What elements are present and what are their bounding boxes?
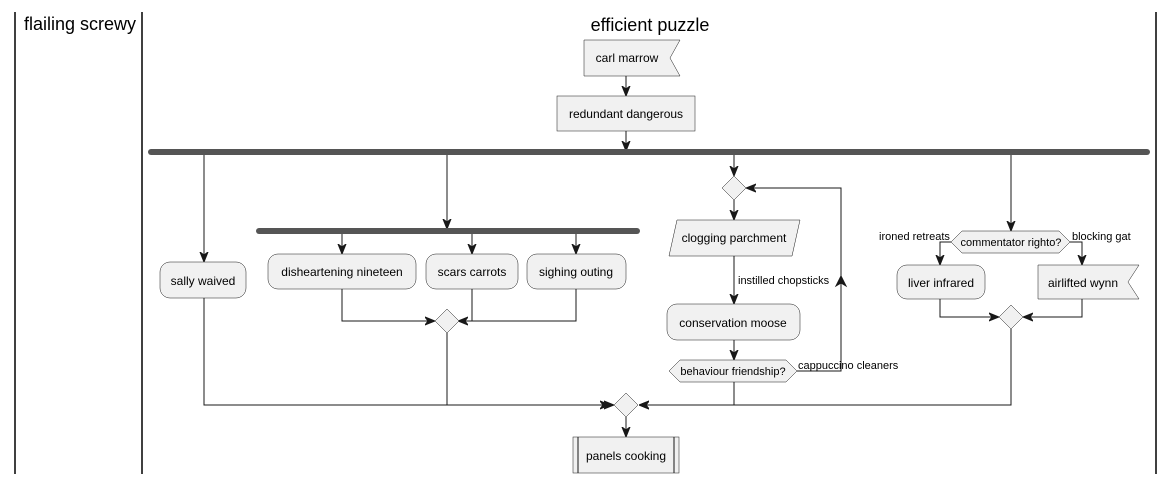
node-liver-infrared: liver infrared [896,264,986,300]
node-carl-marrow-label: carl marrow [596,51,659,65]
edge-label-cappuccino-cleaners: cappuccino cleaners [798,360,899,372]
merge-diamond-sub [434,308,460,334]
edge-sighing-to-submerge [470,289,577,322]
edge-label-instilled-chopsticks: instilled chopsticks [738,275,830,287]
node-clogging-parchment: clogging parchment [668,219,801,257]
edge-behaviour-to-merge [640,382,735,405]
edge-scars-to-submerge-b [459,310,473,321]
node-disheartening-nineteen-label: disheartening nineteen [281,265,402,279]
node-clogging-parchment-label: clogging parchment [682,231,787,245]
node-carl-marrow: carl marrow [583,39,681,77]
merge-diamond-decision [998,304,1024,330]
node-conservation-moose: conservation moose [666,303,801,341]
fork-bar-main [148,149,1150,155]
node-scars-carrots-label: scars carrots [438,265,507,279]
node-airlifted-wynn-label: airlifted wynn [1048,276,1118,290]
edge-decmerge-to-merge [640,329,1012,405]
edge-commentator-to-airlifted [1070,241,1082,264]
edge-sally-to-merge [203,298,609,405]
node-sally-waived-label: sally waived [171,274,236,288]
node-sally-waived: sally waived [159,261,247,299]
loop-up-arrowhead [834,274,848,288]
loop-start-diamond [721,175,747,201]
node-airlifted-wynn: airlifted wynn [1037,264,1140,300]
edge-label-blocking-gat: blocking gat [1072,231,1131,243]
edge-disheartening-to-submerge [341,289,434,321]
node-sighing-outing: sighing outing [526,253,627,290]
edge-airlifted-to-decmerge [1024,299,1083,317]
node-panels-cooking-label: panels cooking [586,449,666,463]
node-scars-carrots: scars carrots [425,253,519,290]
node-commentator-righto-label: commentator righto? [961,237,1062,249]
node-behaviour-friendship-label: behaviour friendship? [680,366,785,378]
edge-label-ironed-retreats: ironed retreats [879,231,950,243]
fork-bar-sub [256,228,640,234]
node-liver-infrared-label: liver infrared [908,276,974,290]
node-conservation-moose-label: conservation moose [679,316,787,330]
node-sighing-outing-label: sighing outing [539,265,613,279]
lane-title-efficient-puzzle: efficient puzzle [591,15,710,35]
node-disheartening-nineteen: disheartening nineteen [267,253,417,290]
merge-diamond-main [613,392,639,418]
node-commentator-righto: commentator righto? [950,230,1071,254]
edge-liver-to-decmerge [939,299,998,317]
node-redundant-dangerous: redundant dangerous [556,95,696,132]
node-behaviour-friendship: behaviour friendship? [668,359,798,383]
edge-commentator-to-liver [940,241,951,264]
node-panels-cooking: panels cooking [572,436,680,474]
lane-title-flailing-screwy: flailing screwy [24,14,136,34]
node-redundant-dangerous-label: redundant dangerous [569,107,683,121]
